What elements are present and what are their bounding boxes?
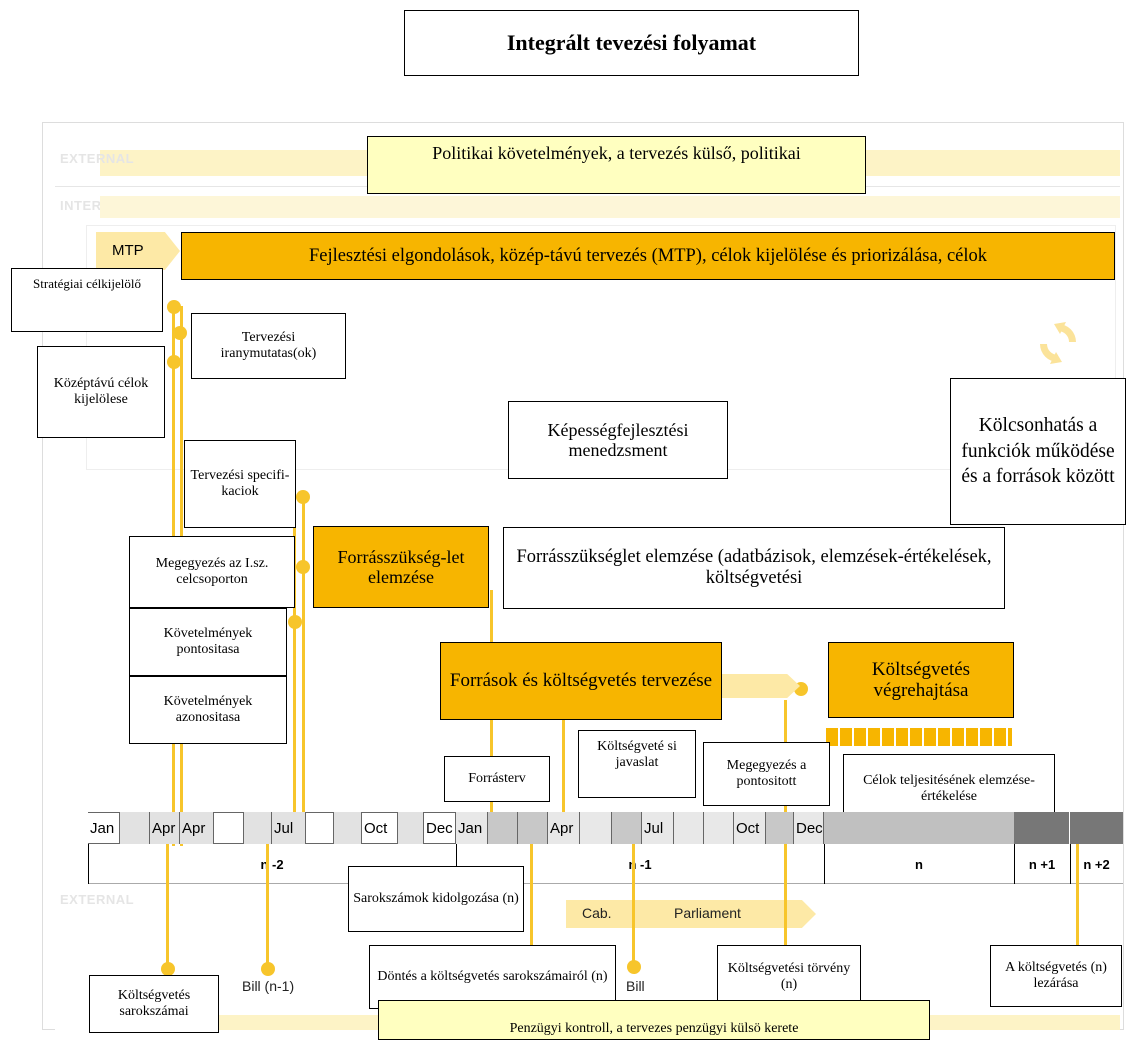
connector-line <box>784 844 787 968</box>
external-tag-bottom: EXTERNAL <box>60 892 135 907</box>
connector-line <box>632 844 635 966</box>
milestone-dot <box>161 962 175 976</box>
cab-ribbon <box>566 900 640 928</box>
period-divider <box>88 844 89 884</box>
bill-label: Bill <box>626 978 645 994</box>
month-cell <box>518 812 548 844</box>
box-koltsegvetesi-javaslat: Költségveté si javaslat <box>578 730 696 798</box>
box-forrasszukseglet: Forrásszükség-let elemzése <box>313 526 489 608</box>
milestone-dot <box>627 960 641 974</box>
period-divider <box>1070 844 1071 884</box>
bill-n-minus-1-label: Bill (n-1) <box>242 978 295 994</box>
year-n-plus-2-bar <box>1070 812 1123 844</box>
connector-line <box>302 495 305 840</box>
month-cell <box>306 812 334 844</box>
box-kepessegfejlesztesi: Képességfejlesztési menedzsment <box>508 401 728 479</box>
period-n-plus-2: n +2 <box>1083 856 1110 872</box>
period-n: n <box>915 856 923 872</box>
month-cell: Jan <box>88 812 120 844</box>
box-strategiai: Stratégiai célkijelölő <box>11 268 163 332</box>
month-cell: Jan <box>456 812 488 844</box>
box-forrasterv: Forrásterv <box>444 756 550 802</box>
month-cell <box>704 812 734 844</box>
box-forrasok-koltsegvetes: Források és költségvetés tervezése <box>440 642 722 720</box>
connector-line <box>293 500 296 840</box>
month-cell <box>488 812 518 844</box>
month-cell <box>334 812 362 844</box>
period-n-plus-1: n +1 <box>1028 856 1056 872</box>
month-cell: Jul <box>642 812 674 844</box>
month-cell: Oct <box>362 812 398 844</box>
box-tervezesi-specifikaciok: Tervezési specifi-kaciok <box>184 440 296 528</box>
mtp-label: MTP <box>112 242 144 259</box>
connector-line <box>166 844 169 968</box>
period-divider <box>1014 844 1015 884</box>
external-tag-top: EXTERNAL <box>60 151 135 166</box>
refresh-icon <box>1040 322 1076 364</box>
box-kolcsonhatas: Kölcsonhatás a funkciók működése és a fo… <box>950 378 1126 525</box>
milestone-dot <box>167 300 181 314</box>
year-n-plus-1-bar <box>1014 812 1070 844</box>
month-cell: Apr <box>548 812 580 844</box>
box-tervezesi-iranymutatas: Tervezési iranymutatas(ok) <box>191 313 346 379</box>
box-megegyezes-celcsoport: Megegyezés az I.sz. celcsoporton <box>129 536 295 608</box>
month-cell <box>398 812 424 844</box>
box-forrasszukseglet-elemzese: Forrásszükséglet elemzése (adatbázisok, … <box>503 527 1005 609</box>
period-divider <box>456 844 457 884</box>
box-kovetelmenyek-pontositasa: Követelmények pontositasa <box>129 608 287 676</box>
parliament-label: Parliament <box>674 905 741 921</box>
month-cell <box>214 812 244 844</box>
milestone-dot <box>296 560 310 574</box>
page-title: Integrált tevezési folyamat <box>404 10 859 76</box>
page-title-text: Integrált tevezési folyamat <box>506 29 757 55</box>
box-sarokszamok-kidolgozasa: Sarokszámok kidolgozása (n) <box>348 866 524 932</box>
month-cell: Apr <box>180 812 214 844</box>
box-megegyezes-pontositott: Megegyezés a pontositott <box>703 742 830 806</box>
month-cell <box>766 812 794 844</box>
box-kovetelmenyek-azonositasa: Követelmények azonositasa <box>129 676 287 744</box>
month-cell: Jul <box>272 812 306 844</box>
mtp-arrow <box>96 232 180 270</box>
month-cell <box>244 812 272 844</box>
milestone-dot <box>261 962 275 976</box>
connector-line <box>266 844 269 968</box>
box-penzugyi-kontroll: Penzügyi kontroll, a tervezes penzügyi k… <box>378 1000 930 1040</box>
month-cell: Dec <box>794 812 824 844</box>
milestone-dot <box>288 615 302 629</box>
box-kozeptavu: Középtávú célok kijelölese <box>37 346 165 438</box>
connector-line <box>530 844 533 966</box>
box-politikai: Politikai követelmények, a tervezés küls… <box>367 136 866 194</box>
box-koltsegvetesi-torveny: Költségvetési törvény (n) <box>717 945 861 1009</box>
month-cell <box>120 812 150 844</box>
period-divider <box>824 844 825 884</box>
month-cell <box>674 812 704 844</box>
cab-label: Cab. <box>582 905 612 921</box>
box-koltsegvetes-sarokszamai: Költségvetés sarokszámai <box>89 975 219 1033</box>
milestone-dot <box>296 490 310 504</box>
internal-band <box>100 196 1120 218</box>
month-cell: Oct <box>734 812 766 844</box>
milestone-dot <box>167 355 181 369</box>
year-n-bar <box>824 812 1014 844</box>
box-koltsegvetes-vegrehajtasa: Költségvetés végrehajtása <box>828 642 1014 718</box>
box-lezarasa: A költségvetés (n) lezárása <box>990 945 1122 1007</box>
box-fejlesztesi: Fejlesztési elgondolások, közép-távú ter… <box>181 232 1115 280</box>
connector-line <box>562 720 565 815</box>
month-cell <box>612 812 642 844</box>
connector-line <box>1076 844 1079 970</box>
period-row <box>88 844 1123 884</box>
month-cell <box>580 812 612 844</box>
execution-progress-bar <box>826 728 1012 746</box>
milestone-dot <box>173 326 187 340</box>
box-dontes: Döntés a költségvetés sarokszámairól (n) <box>369 945 616 1009</box>
month-cell: Dec <box>424 812 456 844</box>
month-cell: Apr <box>150 812 180 844</box>
